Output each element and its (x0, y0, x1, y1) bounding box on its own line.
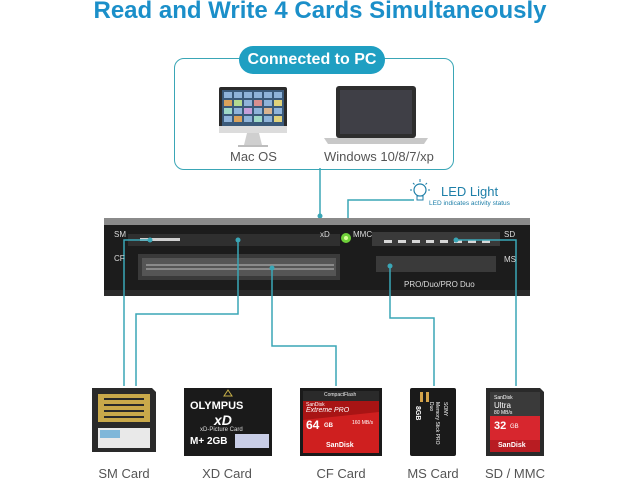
xd-card-logo: xD (214, 412, 232, 428)
card-label-xd: XD Card (202, 466, 252, 481)
reader-label-sd: SD (504, 230, 516, 239)
ms-card-name: Memory Stick PRO Duo (428, 402, 440, 445)
xd-card-image (184, 388, 272, 456)
ms-card-capacity: 8GB (414, 406, 421, 421)
xd-card-sub: xD-Picture Card (200, 427, 243, 433)
sd-card-capacity: 32 (494, 420, 507, 432)
reader-label-ms: MS (504, 255, 516, 264)
reader-label-mmc: MMC (353, 230, 373, 239)
connected-to-pc-badge: Connected to PC (239, 46, 385, 74)
sd-card-brand-top: SanDisk (494, 395, 513, 401)
laptop-icon (324, 86, 428, 144)
sd-card-image (486, 388, 544, 456)
cf-card-speed: 160 MB/s (352, 420, 374, 426)
reader-label-sm: SM (114, 230, 126, 239)
xd-card-capacity: M+ 2GB (190, 436, 228, 447)
card-label-ms: MS Card (407, 466, 459, 481)
card-label-sd: SD / MMC (485, 466, 545, 481)
ms-card-brand: SONY (442, 402, 448, 417)
cf-card-brand: SanDisk (326, 442, 354, 449)
card-label-cf: CF Card (316, 466, 366, 481)
sd-card-unit: GB (510, 424, 519, 430)
cf-card-top: CompactFlash (324, 392, 357, 398)
reader-label-xd: xD (320, 230, 330, 239)
os-label-windows: Windows 10/8/7/xp (324, 149, 434, 164)
cf-card-image (300, 388, 382, 456)
cf-card-unit: GB (324, 423, 333, 429)
imac-icon (219, 87, 287, 147)
sd-card-speed: 80 MB/s (494, 410, 513, 416)
os-label-mac: Mac OS (230, 149, 277, 164)
reader-label-cf: CF (114, 254, 125, 263)
led-subtitle: LED indicates activity status (429, 200, 510, 207)
led-title: LED Light (441, 184, 499, 199)
sd-card-line: Ultra (494, 401, 511, 410)
cf-card-capacity: 64 (306, 418, 320, 432)
sd-card-brand: SanDisk (498, 442, 526, 449)
card-reader (104, 218, 530, 296)
sm-card-image (92, 388, 156, 452)
lightbulb-icon (410, 179, 430, 201)
ms-card-image (410, 388, 456, 456)
xd-card-brand: OLYMPUS (190, 400, 244, 412)
cf-card-line1: SanDisk (306, 402, 325, 408)
page-title: Read and Write 4 Cards Simultaneously (93, 0, 547, 24)
cf-card-line2: Extreme PRO (306, 407, 350, 414)
card-label-sm: SM Card (98, 466, 150, 481)
reader-label-ms-sub: PRO/Duo/PRO Duo (404, 280, 475, 289)
